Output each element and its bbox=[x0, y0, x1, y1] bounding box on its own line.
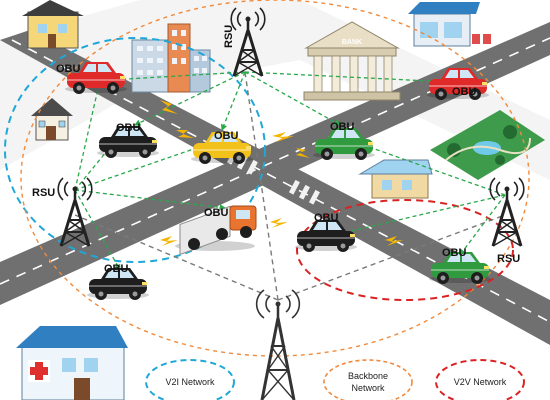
radio-tower-icon bbox=[265, 295, 271, 313]
rsu-tower-left: RSU bbox=[32, 176, 94, 248]
legend-backbone-label-line1: Backbone bbox=[348, 371, 388, 381]
station-building bbox=[358, 159, 433, 199]
signal-bolts bbox=[160, 100, 403, 246]
road-diagonal-up bbox=[0, 22, 550, 305]
skyscrapers bbox=[131, 23, 211, 93]
truck bbox=[175, 205, 257, 256]
hospital-building bbox=[16, 326, 128, 400]
obu-label-8: OBU bbox=[442, 247, 467, 259]
v2i-region bbox=[4, 37, 266, 263]
park bbox=[430, 110, 545, 180]
obu-label-1: OBU bbox=[56, 63, 81, 75]
rsu-tower-right: RSU bbox=[488, 176, 526, 265]
legend-v2v-label: V2V Network bbox=[454, 377, 507, 387]
backbone-region bbox=[20, 0, 530, 357]
obu-labels: OBU OBU OBU OBU OBU OBU OBU OBU OBU bbox=[56, 63, 477, 275]
rsu-label-right: RSU bbox=[497, 253, 520, 265]
obu-label-2: OBU bbox=[116, 122, 141, 134]
backbone-tower-bottom bbox=[255, 289, 301, 400]
legend-v2v-swatch bbox=[435, 359, 525, 400]
legend-backbone-swatch bbox=[323, 359, 413, 400]
backbone-links bbox=[74, 71, 506, 301]
legend: V2I Network Backbone Network V2V Network bbox=[145, 359, 525, 400]
house-top-left bbox=[22, 0, 84, 49]
rsu-tower-top: RSU bbox=[223, 6, 267, 78]
obu-label-5: OBU bbox=[452, 86, 477, 98]
legend-v2i-label: V2I Network bbox=[165, 377, 215, 387]
radio-tower-icon bbox=[488, 176, 526, 248]
obu-label-9: OBU bbox=[104, 263, 129, 275]
legend-backbone-label-line2: Network bbox=[351, 383, 385, 393]
rsu-label-top: RSU bbox=[223, 25, 235, 48]
bank-sign-label: BANK bbox=[342, 39, 362, 46]
v2v-region bbox=[296, 199, 514, 301]
road-diagonal-down bbox=[0, 30, 550, 345]
obu-label-4: OBU bbox=[330, 121, 355, 133]
obu-label-3: OBU bbox=[214, 130, 239, 142]
obu-label-7: OBU bbox=[314, 212, 339, 224]
legend-v2i-swatch bbox=[145, 359, 235, 400]
rsu-label-left: RSU bbox=[32, 187, 55, 199]
bank-building: BANK bbox=[303, 21, 401, 101]
obu-label-6: OBU bbox=[204, 207, 229, 219]
shop-building bbox=[408, 2, 491, 47]
